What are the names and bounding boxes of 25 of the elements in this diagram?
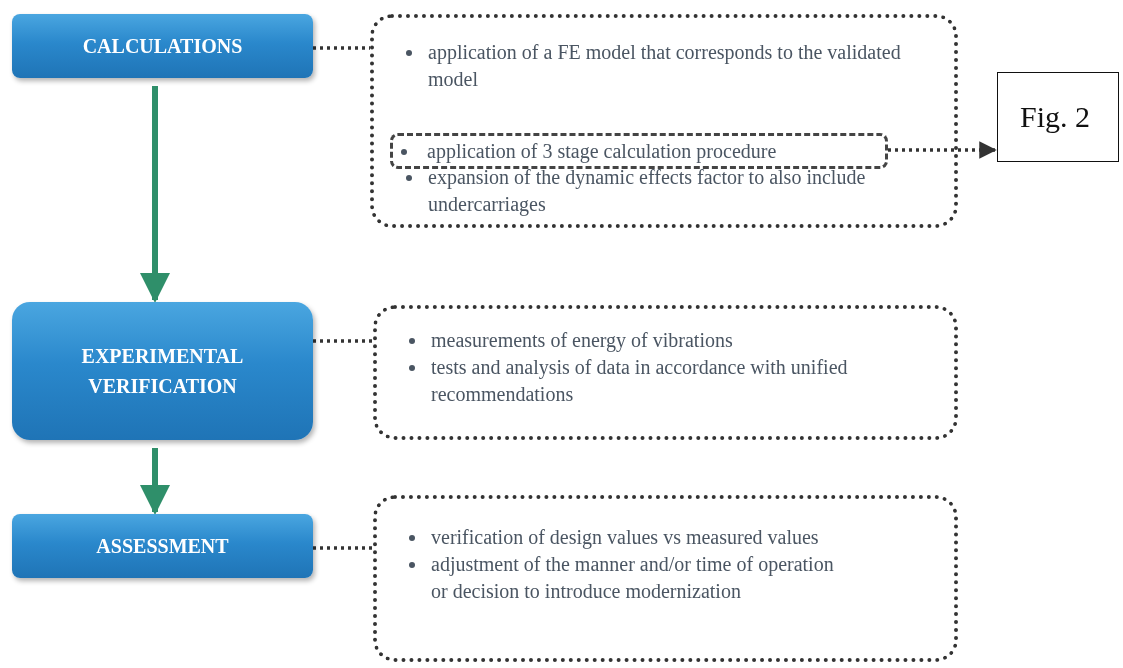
step-title: ASSESSMENT xyxy=(96,534,229,559)
process-box xyxy=(12,302,313,440)
step-title: EXPERIMENTAL VERIFICATION xyxy=(80,344,245,399)
reference-box xyxy=(997,72,1119,162)
arrow xyxy=(140,86,170,303)
bullet-item: verification of design values vs measured values xyxy=(397,524,937,551)
bullet-item: expansion of the dynamic effects factor to also include undercarriages xyxy=(394,164,904,218)
bullet-item: application of a FE model that corresponds to the validated model xyxy=(394,39,904,93)
bullet-item: measurements of energy of vibrations xyxy=(397,327,857,354)
arrow xyxy=(140,448,170,515)
bullet-item: adjustment of the manner and/or time of operation or decision to introduce modernization xyxy=(397,551,837,605)
connector-line xyxy=(313,339,373,343)
connector-line xyxy=(313,46,370,50)
arrow xyxy=(888,141,997,159)
connector-line xyxy=(313,546,373,550)
process-box xyxy=(12,514,313,578)
dotted-group-box xyxy=(373,305,958,440)
figure-reference: Fig. 2 xyxy=(1020,100,1091,134)
step-title: CALCULATIONS xyxy=(82,34,243,59)
dotted-group-box xyxy=(373,495,958,662)
dotted-group-box xyxy=(370,14,958,228)
bullet-item: tests and analysis of data in accordance with unified recommendations xyxy=(397,354,857,408)
process-box xyxy=(12,14,313,78)
dashed-highlight-box xyxy=(390,133,888,169)
bullet-item: application of 3 stage calculation procedure xyxy=(393,137,881,165)
